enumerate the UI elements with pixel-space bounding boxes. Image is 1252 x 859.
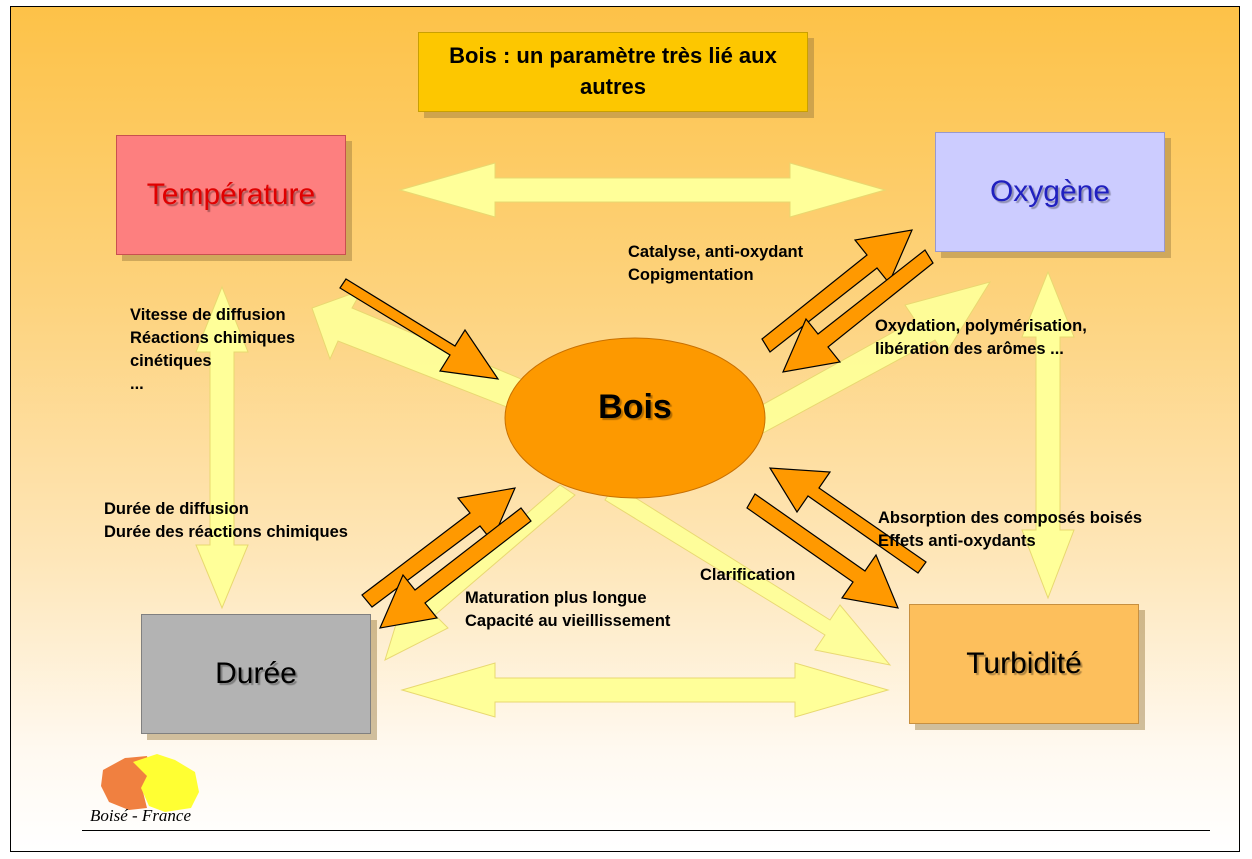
arrow-bois-to-oxygene bbox=[761, 229, 913, 353]
wide-arrow-bois-to-temperature bbox=[311, 289, 553, 421]
annotation-line: Maturation plus longue bbox=[465, 589, 647, 607]
annotation-temperature: Vitesse de diffusion Réactions chimiques… bbox=[130, 304, 295, 396]
boise-france-logo bbox=[101, 754, 199, 812]
footer-divider bbox=[82, 830, 1210, 831]
wide-arrow-bois-to-oxygene bbox=[734, 281, 992, 441]
node-duree: Durée bbox=[141, 614, 371, 734]
annotation-oxygene-catalyse: Catalyse, anti-oxydant Copigmentation bbox=[628, 241, 803, 287]
title-box: Bois : un paramètre très lié aux autres bbox=[418, 32, 808, 112]
node-duree-label: Durée bbox=[215, 657, 297, 690]
node-temperature: Température bbox=[116, 135, 346, 255]
logo-yellow-shape bbox=[133, 754, 199, 812]
logo-orange-shape bbox=[101, 756, 151, 810]
arrow-bois-to-duree bbox=[379, 507, 532, 629]
annotation-line: Catalyse, anti-oxydant bbox=[628, 243, 804, 261]
node-oxygene-label: Oxygène bbox=[989, 175, 1111, 208]
footer-brand: Boisé - France bbox=[90, 806, 192, 825]
node-temperature-label: Température bbox=[146, 178, 316, 211]
arrow-duree-to-bois bbox=[361, 487, 516, 608]
annotation-line: Durée des réactions chimiques bbox=[104, 523, 348, 541]
annotation-oxygene-oxydation: Oxydation, polymérisation, libération de… bbox=[875, 315, 1087, 361]
node-oxygene: Oxygène bbox=[935, 132, 1165, 252]
annotation-line: ... bbox=[130, 375, 144, 393]
arrow-oxygene-to-bois bbox=[782, 249, 934, 373]
annotation-duree-maturation: Maturation plus longue Capacité au vieil… bbox=[465, 587, 670, 633]
wide-arrow-oxygene-turbidite bbox=[1021, 270, 1075, 600]
annotation-line: libération des arômes ... bbox=[875, 340, 1064, 358]
node-turbidite: Turbidité bbox=[909, 604, 1139, 724]
wide-arrow-temperature-duree bbox=[195, 285, 249, 610]
annotation-line: Oxydation, polymérisation, bbox=[875, 317, 1087, 335]
annotation-line: cinétiques bbox=[130, 352, 212, 370]
diagram-title: Bois : un paramètre très lié aux autres bbox=[449, 43, 777, 99]
annotation-clarification: Clarification bbox=[700, 566, 796, 584]
annotation-line: Durée de diffusion bbox=[104, 500, 249, 518]
annotation-duree-diffusion: Durée de diffusion Durée des réactions c… bbox=[104, 498, 348, 544]
annotation-line: Copigmentation bbox=[628, 266, 754, 284]
annotation-line: Capacité au vieillissement bbox=[465, 612, 671, 630]
arrow-temperature-to-bois bbox=[339, 278, 500, 380]
node-turbidite-label: Turbidité bbox=[966, 647, 1082, 680]
arrow-bois-to-turbidite bbox=[746, 493, 899, 609]
bois-ellipse bbox=[504, 337, 766, 499]
wide-arrow-duree-turbidite bbox=[400, 662, 890, 718]
annotation-turbidite-absorption: Absorption des composés boisés Effets an… bbox=[878, 507, 1142, 553]
annotation-line: Effets anti-oxydants bbox=[878, 532, 1036, 550]
annotation-line: Absorption des composés boisés bbox=[878, 509, 1143, 527]
arrow-turbidite-to-bois bbox=[768, 467, 927, 574]
annotation-line: Vitesse de diffusion bbox=[130, 306, 286, 324]
wide-arrow-bois-to-turbidite bbox=[604, 484, 892, 666]
node-bois-label: Bois bbox=[598, 388, 672, 426]
annotation-line: Réactions chimiques bbox=[130, 329, 296, 347]
wide-arrow-temperature-oxygene bbox=[398, 162, 887, 218]
